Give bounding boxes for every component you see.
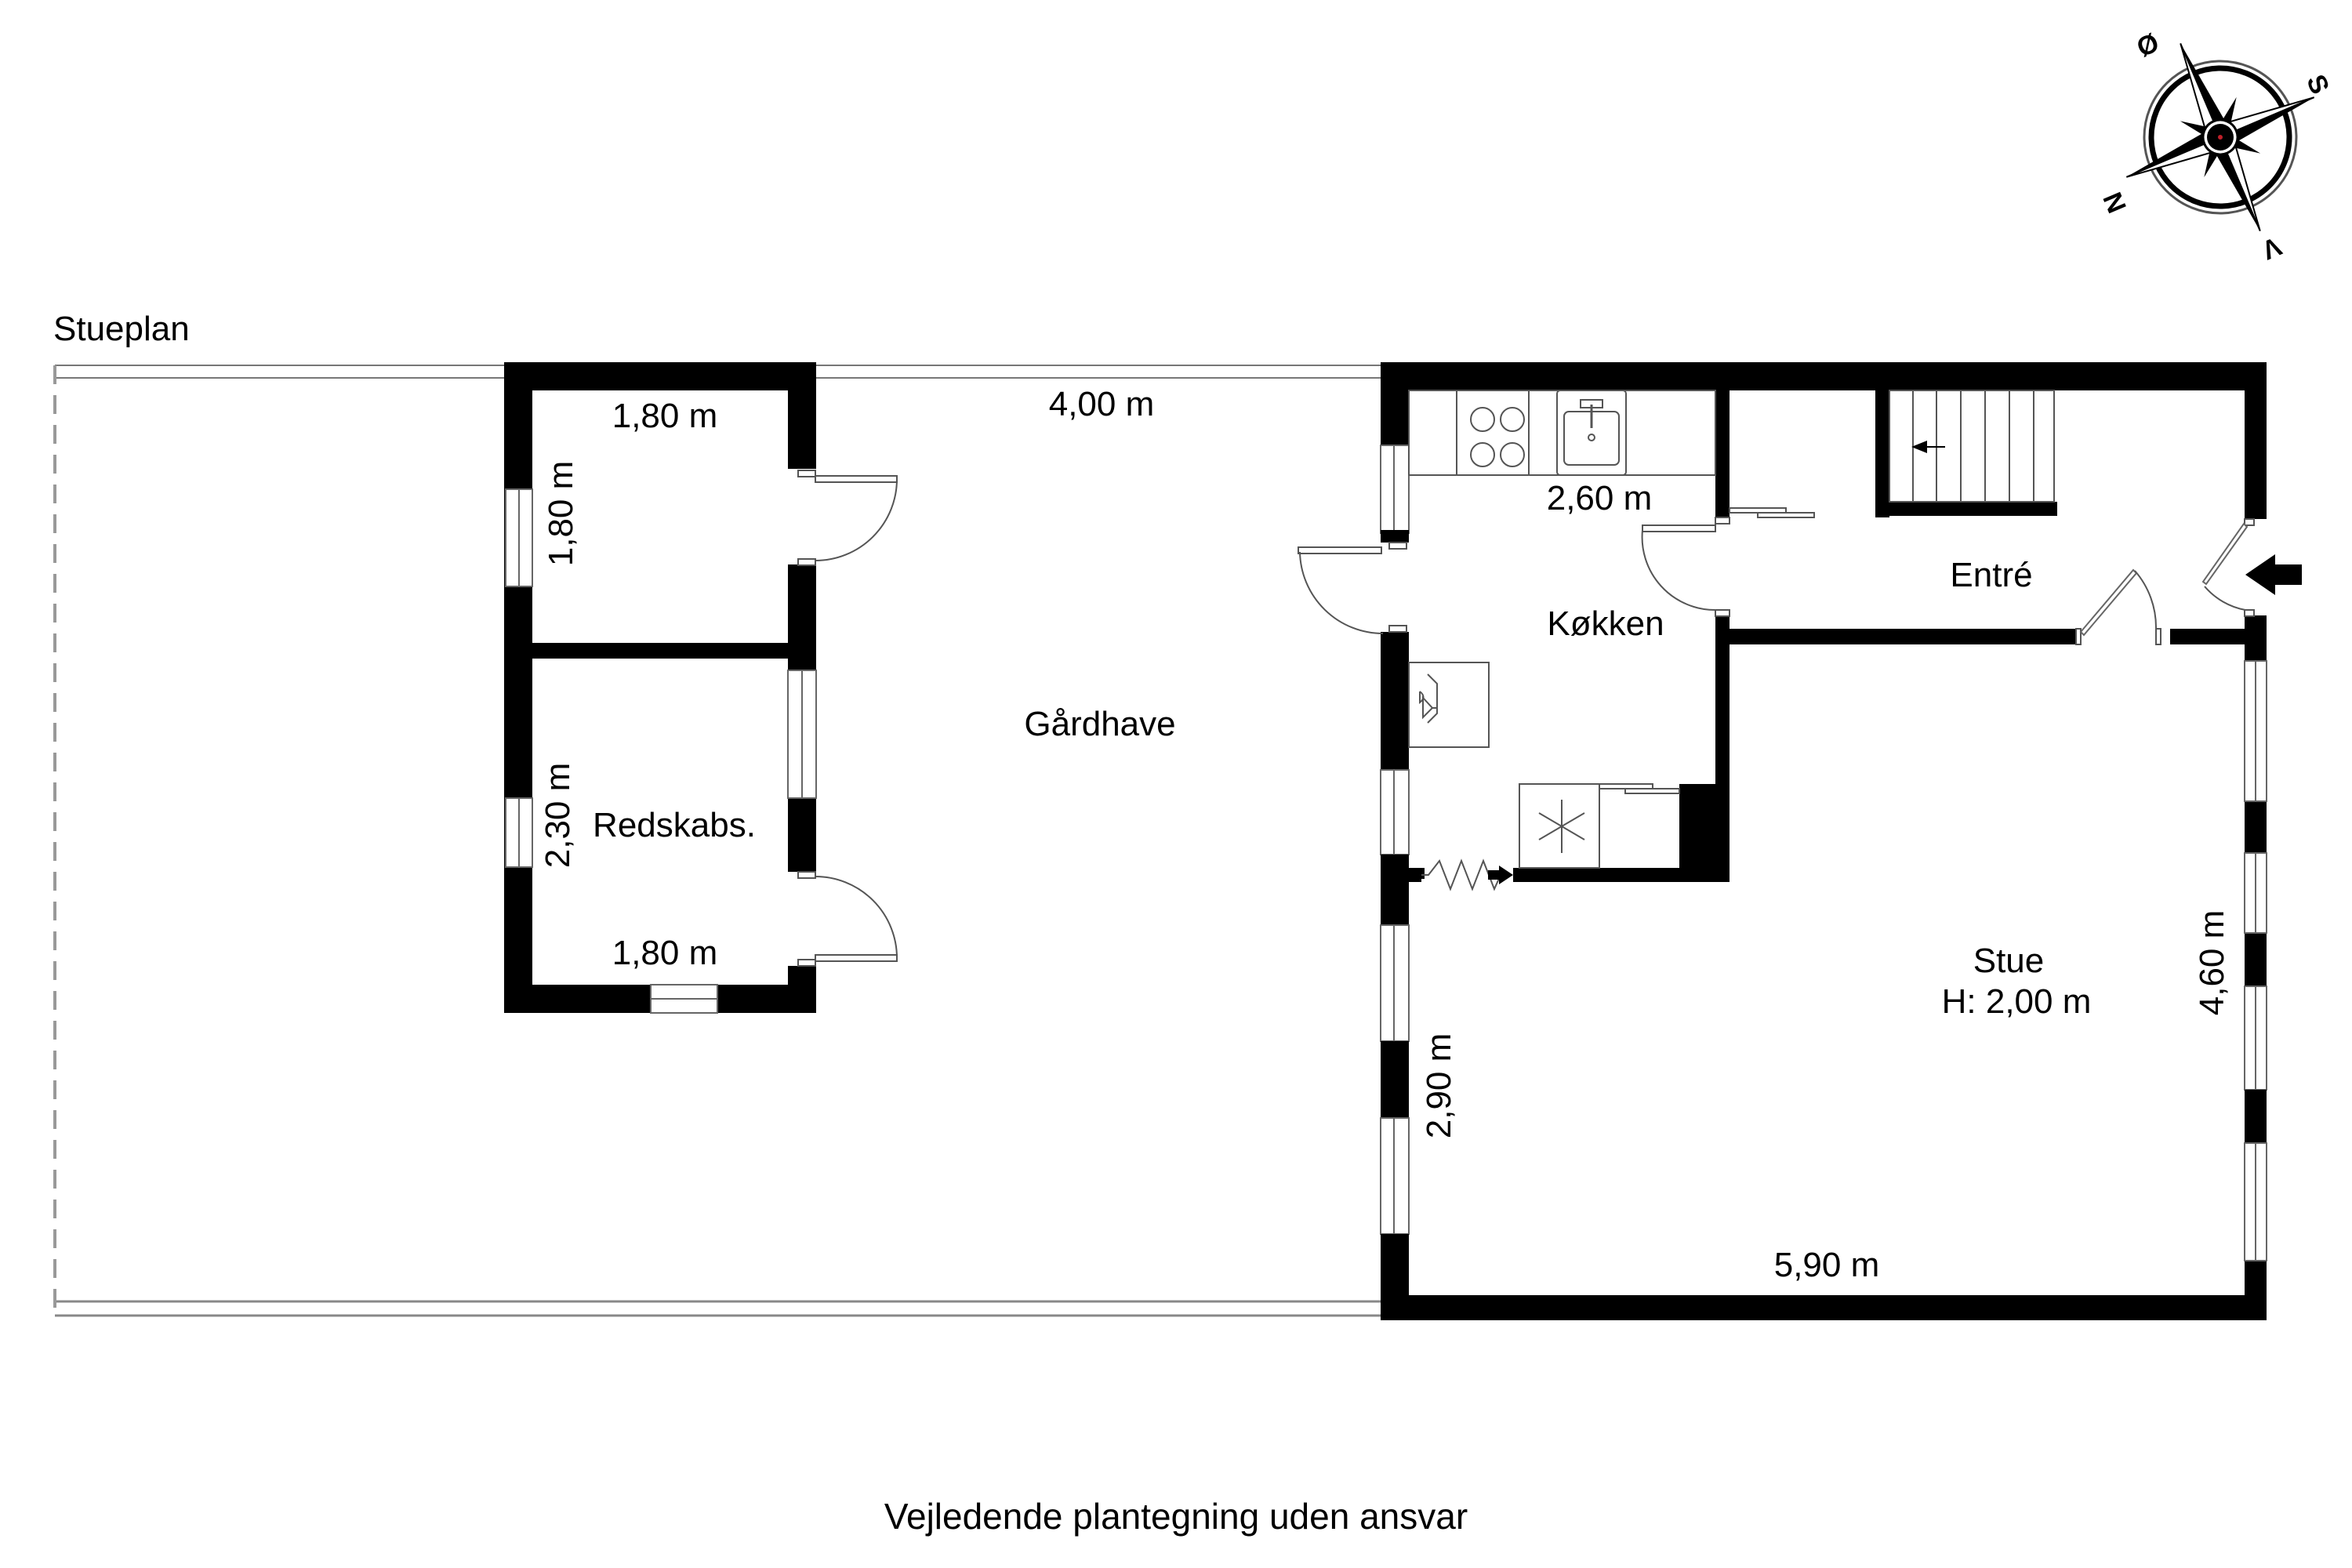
closet-sliding-door (1729, 507, 1815, 518)
compass-label-south: S (2300, 71, 2335, 99)
stair-direction-arrow-icon (1911, 441, 1945, 453)
compass-label-east: Ø (2132, 27, 2163, 63)
stue-depth-right: 4,60 m (2193, 910, 2231, 1016)
kitchen-width: 2,60 m (1547, 479, 1653, 517)
shed-lower-door (797, 871, 898, 967)
stue-width: 5,90 m (1774, 1246, 1880, 1284)
compass-label-west: V (2257, 230, 2285, 265)
shed-width: 1,80 m (612, 934, 718, 972)
shed-upper-depth: 1,80 m (542, 461, 580, 567)
kitchen-entry-door (1641, 517, 1730, 617)
shed-upper-door (797, 470, 898, 566)
stue-depth-left: 2,90 m (1420, 1033, 1458, 1139)
sink-icon (1556, 390, 1627, 476)
shed-depth: 2,30 m (539, 763, 577, 869)
compass-label-north: N (2098, 188, 2133, 217)
stue-ceiling-height: H: 2,00 m (1942, 982, 2092, 1021)
room-label-redskabs: Redskabs. (593, 806, 756, 844)
entrance-arrow-icon (2245, 554, 2302, 595)
room-label-gaardhave: Gårdhave (1024, 705, 1175, 743)
room-label-entre: Entré (1950, 556, 2032, 594)
room-label-koekken: Køkken (1547, 604, 1664, 643)
radiator-icon (1409, 858, 1513, 891)
living-room-door (2075, 568, 2161, 645)
dishwasher-icon (1408, 662, 1490, 748)
room-label-stue: Stue (1973, 942, 2045, 980)
house-building (1380, 362, 2267, 1320)
fridge-icon (1519, 783, 1680, 869)
courtyard-width: 4,00 m (1049, 385, 1155, 423)
shed-building (504, 362, 898, 1014)
shed-upper-width: 1,80 m (612, 397, 718, 435)
courtyard-boundary (53, 365, 1384, 1317)
kitchen-garden-door (1298, 542, 1407, 634)
plan-title: Stueplan (53, 310, 190, 348)
front-door (2201, 518, 2255, 617)
compass-rose-icon (2125, 42, 2315, 232)
stove-icon (1470, 407, 1525, 467)
disclaimer-text: Vejledende plantegning uden ansvar (884, 1496, 1468, 1537)
